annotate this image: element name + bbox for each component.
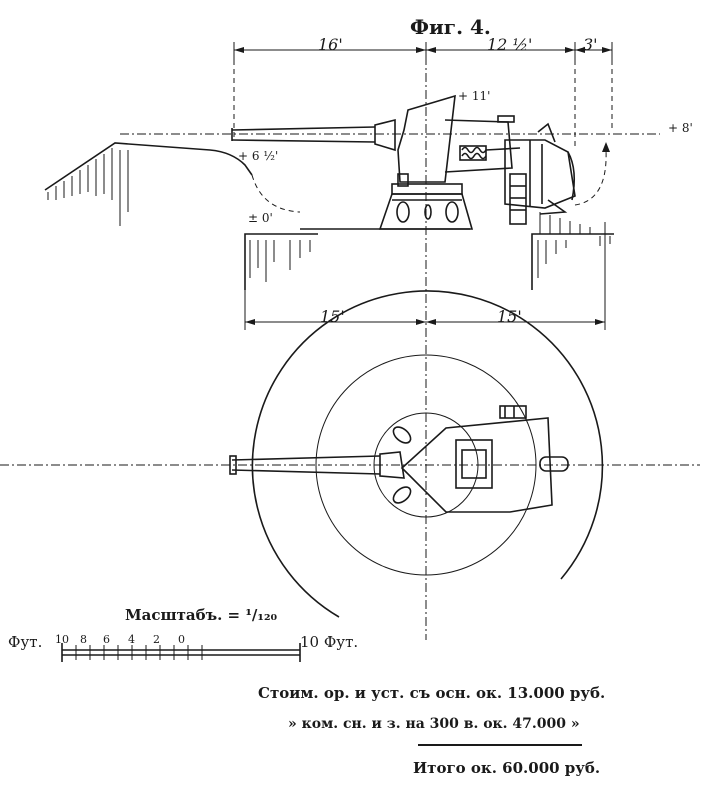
- cost-line-2: » ком. сн. и з. на 300 в. ок. 47.000 »: [288, 716, 580, 732]
- gun-pedestal: [378, 173, 474, 230]
- elevation-plus-8: + 8': [668, 121, 693, 135]
- scale-tick-4: 4: [128, 633, 135, 646]
- cost-total: Итого ок. 60.000 руб.: [413, 759, 600, 777]
- top-dimension-line: [233, 42, 613, 150]
- dimension-12-half-ft: 12 ½': [487, 35, 532, 54]
- gun-pit: [244, 212, 614, 290]
- scale-right-label: 10 Фут.: [300, 633, 358, 651]
- elevation-plus-6-half: + 6 ½': [238, 149, 278, 163]
- gun-barrel-elevation: [231, 118, 396, 152]
- scale-title: Масштабъ. = ¹/₁₂₀: [125, 606, 278, 624]
- dimension-15ft-right: 15': [497, 307, 522, 326]
- middle-dimension-line: [244, 222, 606, 330]
- dimension-3ft: 3': [583, 35, 598, 54]
- scale-tick-8: 8: [80, 633, 87, 646]
- scale-tick-10: 10: [55, 633, 69, 646]
- dimension-15ft-left: 15': [320, 307, 345, 326]
- scale-bar: [61, 643, 301, 662]
- cost-line-1: Стоим. ор. и уст. съ осн. ок. 13.000 руб…: [258, 684, 605, 702]
- ammunition-hoist: [504, 122, 610, 225]
- scale-left-unit: Фут.: [8, 633, 42, 651]
- scale-tick-0: 0: [178, 633, 185, 646]
- plan-view: [229, 290, 604, 618]
- gun-shield: [397, 94, 521, 183]
- elevation-zero: ± 0': [248, 211, 273, 225]
- parapet-ground: [44, 142, 301, 226]
- scale-tick-6: 6: [103, 633, 110, 646]
- dimension-16ft: 16': [318, 35, 343, 54]
- scale-tick-2: 2: [153, 633, 160, 646]
- elevation-plus-11: + 11': [458, 89, 490, 103]
- figure-title: Фиг. 4.: [410, 15, 491, 39]
